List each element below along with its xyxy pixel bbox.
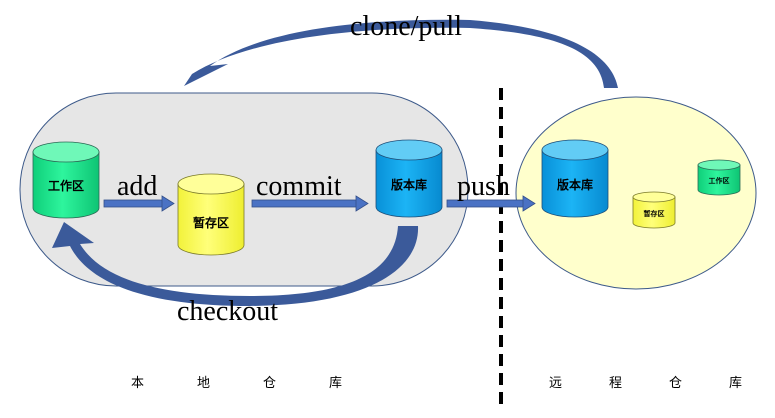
local-working-area-cylinder: 工作区 xyxy=(32,141,100,219)
local-staging-area-cylinder: 暂存区 xyxy=(177,173,245,256)
local-caption-char: 地 xyxy=(197,376,210,391)
clone-pull-label: clone/pull xyxy=(350,11,462,42)
local-repo-caption: 本 地 仓 库 xyxy=(131,375,342,391)
remote-working-area-cylinder: 工作区 xyxy=(697,159,741,196)
push-arrow xyxy=(446,195,536,212)
local-staging-area-label: 暂存区 xyxy=(193,215,229,230)
local-repository-cylinder: 版本库 xyxy=(375,139,443,218)
local-caption-char: 库 xyxy=(329,375,342,391)
add-arrow xyxy=(103,195,175,212)
remote-staging-area-cylinder: 暂存区 xyxy=(632,191,676,229)
local-caption-char: 本 xyxy=(131,376,144,391)
remote-working-area-label: 工作区 xyxy=(709,176,730,185)
remote-repository-cylinder: 版本库 xyxy=(541,139,609,218)
remote-caption-char: 远 xyxy=(549,376,562,391)
push-label: push xyxy=(457,171,510,202)
commit-label: commit xyxy=(256,171,342,202)
checkout-arrow xyxy=(52,222,419,306)
remote-caption-char: 库 xyxy=(729,375,742,391)
local-caption-char: 仓 xyxy=(263,376,276,391)
commit-arrow xyxy=(251,195,369,212)
remote-repository-label: 版本库 xyxy=(557,177,593,192)
remote-repo-caption: 远 程 仓 库 xyxy=(549,375,742,391)
clone-pull-arrow xyxy=(184,19,618,88)
remote-caption-char: 程 xyxy=(609,376,622,391)
local-repository-label: 版本库 xyxy=(391,177,427,192)
checkout-label: checkout xyxy=(177,296,278,327)
remote-staging-area-label: 暂存区 xyxy=(644,209,665,218)
remote-caption-char: 仓 xyxy=(669,376,682,391)
add-label: add xyxy=(117,171,157,202)
local-working-area-label: 工作区 xyxy=(48,178,84,193)
